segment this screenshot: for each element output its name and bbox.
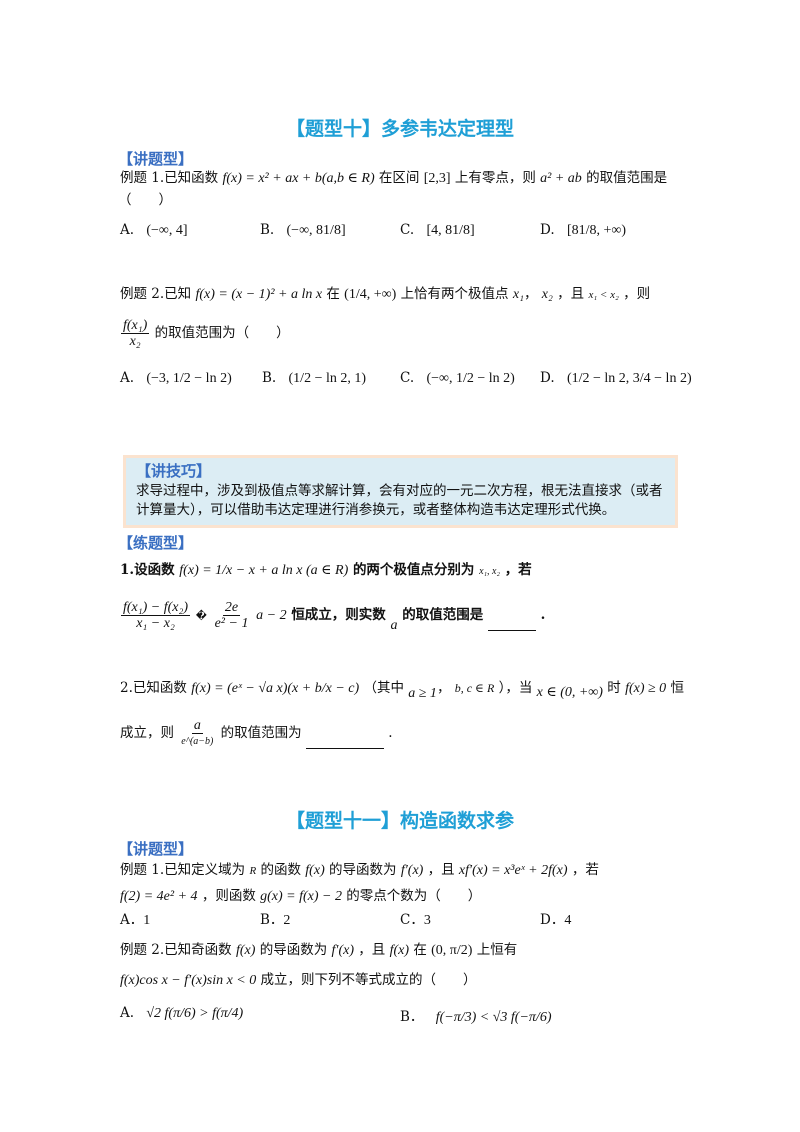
option-d: D. [81/8, +∞) — [540, 222, 627, 238]
tips-heading: 【讲技巧】 — [136, 462, 212, 480]
practice2-question-line2: 成立，则 a e^(a−b) 的取值范围为 . — [120, 718, 393, 749]
practice-heading: 【练题型】 — [118, 534, 194, 552]
tips-box: 【讲技巧】 求导过程中，涉及到极值点等求解计算，会有对应的一元二次方程，根无法直… — [123, 455, 678, 528]
option-b: B. (1/2 − ln 2, 1) — [262, 370, 367, 386]
s11-example1-question: 例题 1.已知定义域为 R 的函数 f(x) 的导函数为 f′(x) ，且 xf… — [120, 862, 599, 878]
fraction: f(x₁) x₂ — [121, 318, 150, 349]
s11-example2-question: 例题 2.已知奇函数 f(x) 的导函数为 f′(x) ，且 f(x) 在 (0… — [120, 942, 518, 958]
option-c: C．3 — [400, 912, 431, 928]
option-a: A. (−∞, 4] — [120, 222, 188, 238]
option-b: B．2 — [260, 912, 291, 928]
lecture-heading: 【讲题型】 — [118, 840, 194, 858]
option-c: C. [4, 81/8] — [400, 222, 475, 238]
s11-example2-question-line2: f(x)cos x − f′(x)sin x < 0 成立，则下列不等式成立的（… — [120, 972, 477, 988]
answer-blank[interactable] — [305, 734, 384, 749]
option-b: B. (−∞, 81/8] — [260, 222, 346, 238]
practice1-question-line2: f(x₁) − f(x₂) x₁ − x₂ � 2e e² − 1 a − 2 … — [121, 600, 546, 633]
section-title: 【题型十】多参韦达定理型 — [285, 118, 514, 140]
tips-text: 求导过程中，涉及到极值点等求解计算，会有对应的一元二次方程，根无法直接求（或者计… — [136, 483, 663, 518]
practice2-question: 2.已知函数 f(x) = (eˣ − √a x)(x + b/x − c) （… — [120, 680, 684, 701]
example1-question: 例题 1.已知函数 f(x) = x² + ax + b(a,b ∈ R) 在区… — [120, 170, 668, 186]
example2-question-line2: f(x₁) x₂ 的取值范围为（ ） — [121, 318, 290, 349]
option-d: D．4 — [540, 912, 572, 928]
practice1-question: 1.设函数 f(x) = 1/x − x + a ln x (a ∈ R) 的两… — [120, 562, 532, 578]
option-b: B． f(−π/3) < √3 f(−π/6) — [400, 1009, 552, 1025]
option-c: C. (−∞, 1/2 − ln 2) — [400, 370, 515, 386]
option-a: A. √2 f(π/6) > f(π/4) — [120, 1005, 244, 1021]
formula: f(x) = x² + ax + b(a,b ∈ R) — [222, 171, 375, 186]
answer-blank[interactable] — [487, 616, 536, 631]
option-d: D. (1/2 − ln 2, 3/4 − ln 2) — [540, 370, 692, 386]
section-title: 【题型十一】构造函数求参 — [285, 810, 514, 832]
lecture-heading: 【讲题型】 — [118, 150, 194, 168]
answer-paren: （ ） — [118, 192, 172, 208]
option-a: A．1 — [120, 912, 151, 928]
example2-question: 例题 2.已知 f(x) = (x − 1)² + a ln x 在 (1/4,… — [120, 286, 651, 302]
s11-example1-question-line2: f(2) = 4e² + 4 ，则函数 g(x) = f(x) − 2 的零点个… — [120, 888, 482, 904]
option-a: A. (−3, 1/2 − ln 2) — [120, 370, 232, 386]
